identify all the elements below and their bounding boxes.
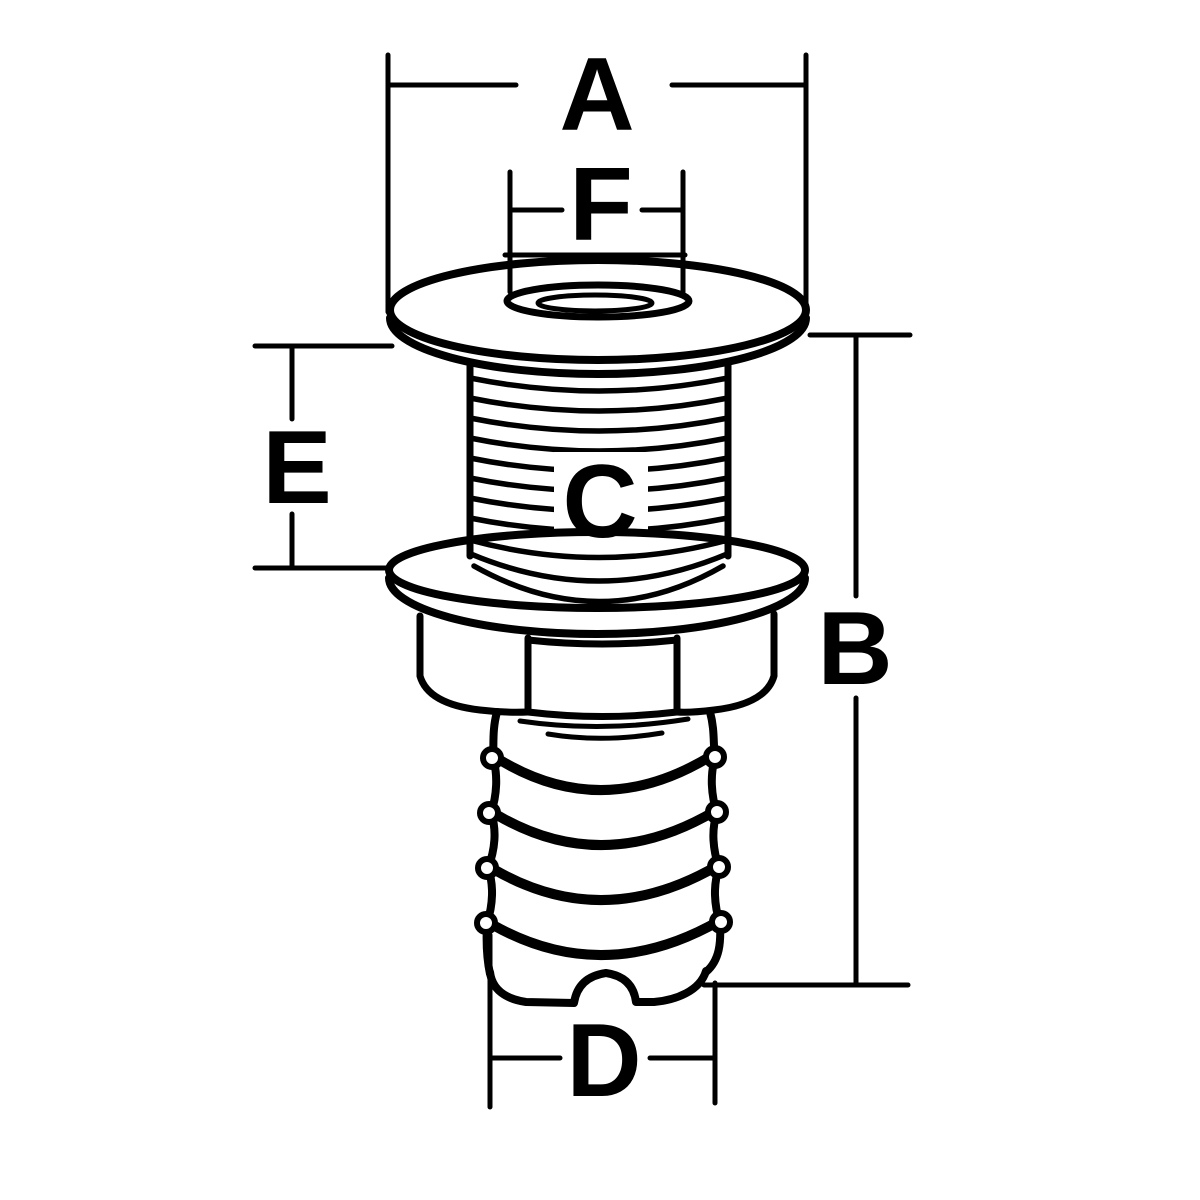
barb-knob — [709, 910, 733, 934]
barb-top-edge-arc — [545, 730, 665, 741]
hex-nut-bottom-edge — [524, 708, 681, 720]
hose-barb — [474, 708, 733, 1007]
flange-rim-arc — [386, 314, 810, 378]
thread-line — [467, 395, 731, 414]
dimension-b: B — [701, 332, 913, 988]
barb-ridge-arc — [490, 861, 722, 905]
dimension-label-c: C — [562, 444, 637, 560]
barb-ridge-arc — [488, 916, 724, 960]
hex-nut — [416, 610, 778, 720]
barb-knob — [475, 856, 499, 880]
threaded-barrel: C — [466, 358, 732, 605]
dimension-label-e: E — [262, 410, 331, 526]
thread-line — [467, 435, 731, 454]
hole-countersink-ellipse — [503, 281, 693, 321]
thread-line — [467, 415, 731, 434]
barb-knob — [703, 745, 727, 769]
barb-knob — [707, 855, 731, 879]
thread-line — [467, 537, 731, 561]
thread-line — [467, 375, 731, 394]
barb-knob — [480, 746, 504, 770]
barb-ridge-arc — [495, 751, 716, 795]
hex-nut-top-edge — [524, 636, 681, 648]
barb-top-edge-arc — [517, 716, 691, 730]
barb-knob — [477, 801, 501, 825]
hex-nut-right-outline — [673, 610, 778, 716]
barb-knob — [705, 800, 729, 824]
dimension-d: D — [487, 932, 718, 1119]
mounting-hole — [502, 252, 693, 321]
dimension-f: F — [507, 147, 686, 295]
dimension-label-a: A — [559, 37, 634, 153]
dimension-label-b: B — [817, 591, 892, 707]
barb-bottom-edge-with-notch — [486, 967, 710, 1007]
thread-line — [468, 551, 730, 584]
dimension-e: E — [252, 343, 395, 571]
dimension-label-f: F — [569, 147, 633, 263]
barb-knob — [474, 911, 498, 935]
thread-line — [471, 563, 726, 605]
dimension-a: A — [385, 37, 809, 318]
dimension-label-d: D — [566, 1003, 641, 1119]
hex-nut-left-outline — [416, 612, 532, 716]
hole-bore-ellipse — [535, 292, 655, 314]
washer-rim-arc — [385, 574, 809, 638]
barb-ridge-arc — [492, 806, 720, 850]
